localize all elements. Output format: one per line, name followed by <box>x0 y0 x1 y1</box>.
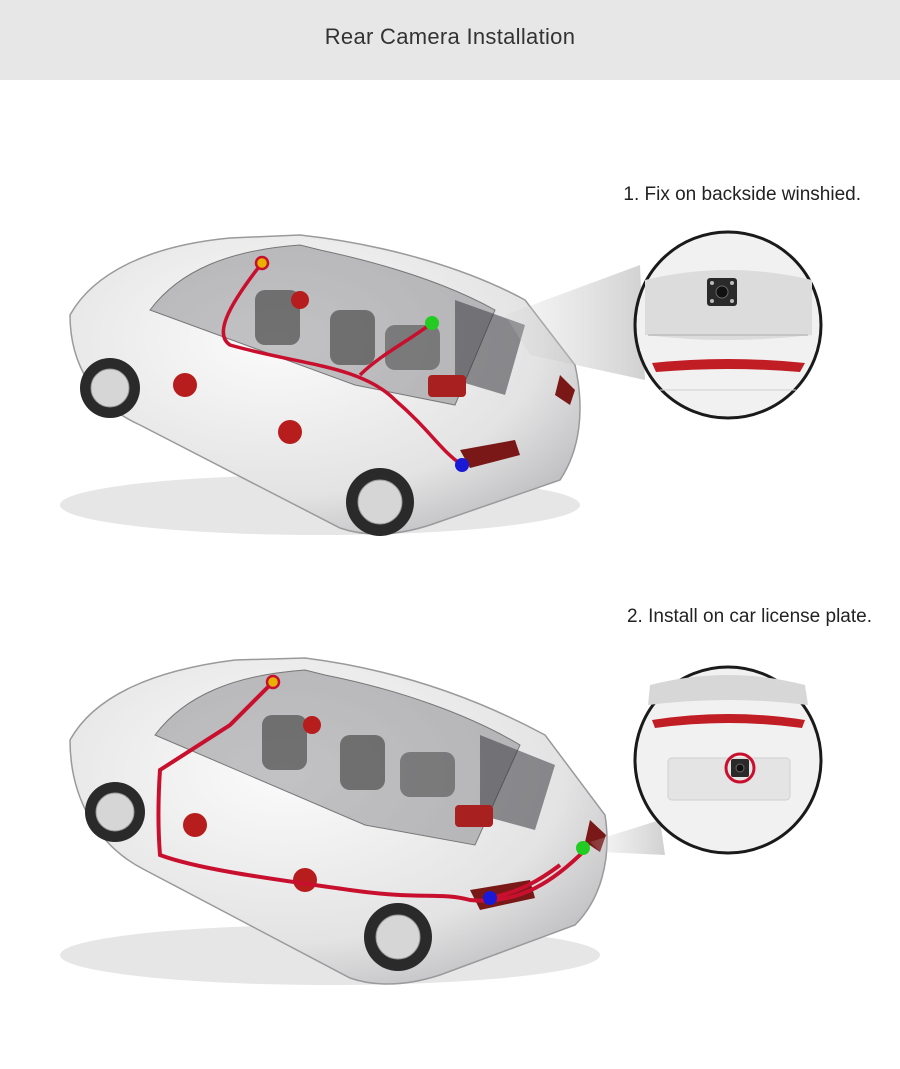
step-2-section: 2. Install on car license plate. <box>0 580 900 1060</box>
step-1-illustration <box>60 230 823 536</box>
camera-mount-marker <box>425 316 439 330</box>
page-header: Rear Camera Installation <box>0 0 900 80</box>
step-1-label: 1. Fix on backside winshied. <box>623 184 861 205</box>
step-2-illustration <box>60 657 823 985</box>
reverse-light-marker <box>483 891 497 905</box>
zoom-beam <box>590 820 665 855</box>
camera-mount-marker <box>576 841 590 855</box>
power-connection-marker <box>254 255 270 271</box>
power-connection-marker <box>265 674 281 690</box>
zoom-detail-windshield <box>633 230 823 420</box>
step-2-label: 2. Install on car license plate. <box>626 606 872 627</box>
zoom-detail-license-plate <box>633 665 823 855</box>
reverse-cable-branch <box>489 863 562 900</box>
cable-route <box>221 261 463 467</box>
step-1-section: 1. Fix on backside winshied. <box>0 150 900 570</box>
camera-cable-branch <box>358 321 434 377</box>
camera-highlight-ring <box>724 752 756 784</box>
page-title: Rear Camera Installation <box>324 24 576 49</box>
reverse-light-marker <box>455 458 469 472</box>
zoom-beam <box>505 265 645 380</box>
